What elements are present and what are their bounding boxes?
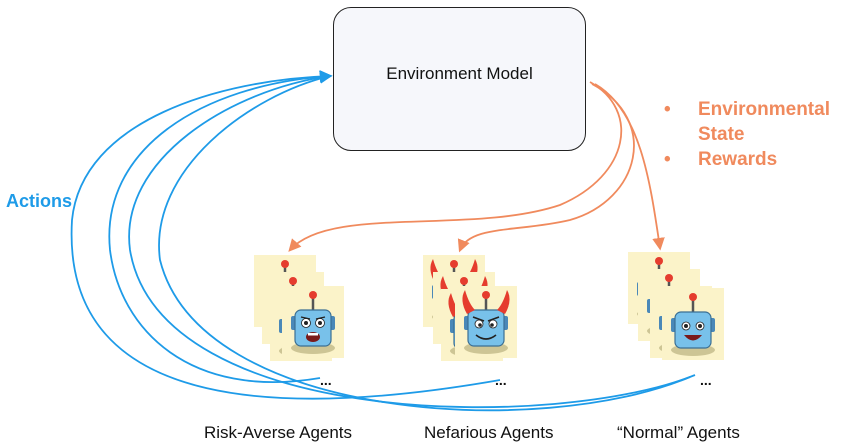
output-arrow-risk-averse bbox=[288, 81, 623, 252]
normal-agents-stack bbox=[626, 250, 726, 362]
action-arrow-nefarious bbox=[70, 70, 501, 400]
robot-card-front bbox=[280, 284, 346, 360]
actions-label: Actions bbox=[6, 191, 73, 211]
normal-agents-label: “Normal” Agents bbox=[617, 423, 740, 442]
output-label: Rewards bbox=[698, 149, 778, 170]
output-arrow-normal bbox=[594, 83, 665, 251]
nefarious-ellipsis: ... bbox=[495, 372, 507, 388]
environment-model-box: Environment Model bbox=[333, 7, 586, 151]
risk-averse-ellipsis: ... bbox=[320, 372, 332, 388]
nefarious-agents-stack bbox=[421, 253, 519, 363]
robot-card-front bbox=[453, 284, 519, 360]
outputs-list: • Environmental State • Rewards bbox=[664, 97, 844, 172]
risk-averse-agents-label: Risk-Averse Agents bbox=[204, 423, 353, 442]
nefarious-agents-label: Nefarious Agents bbox=[424, 423, 554, 442]
output-item-rewards: • Rewards bbox=[664, 147, 844, 172]
action-arrow-risk-averse bbox=[108, 70, 333, 383]
normal-ellipsis: ... bbox=[700, 372, 712, 388]
environment-model-title: Environment Model bbox=[386, 64, 533, 83]
robot-card-front bbox=[660, 286, 726, 362]
output-label: Environmental State bbox=[698, 99, 830, 145]
output-item-environmental-state: • Environmental State bbox=[664, 97, 844, 147]
action-arrow-extra bbox=[158, 75, 691, 412]
bullet-icon: • bbox=[664, 149, 671, 170]
risk-averse-agents-stack bbox=[252, 253, 346, 363]
bullet-icon: • bbox=[664, 99, 671, 120]
action-arrow-normal bbox=[128, 71, 696, 409]
